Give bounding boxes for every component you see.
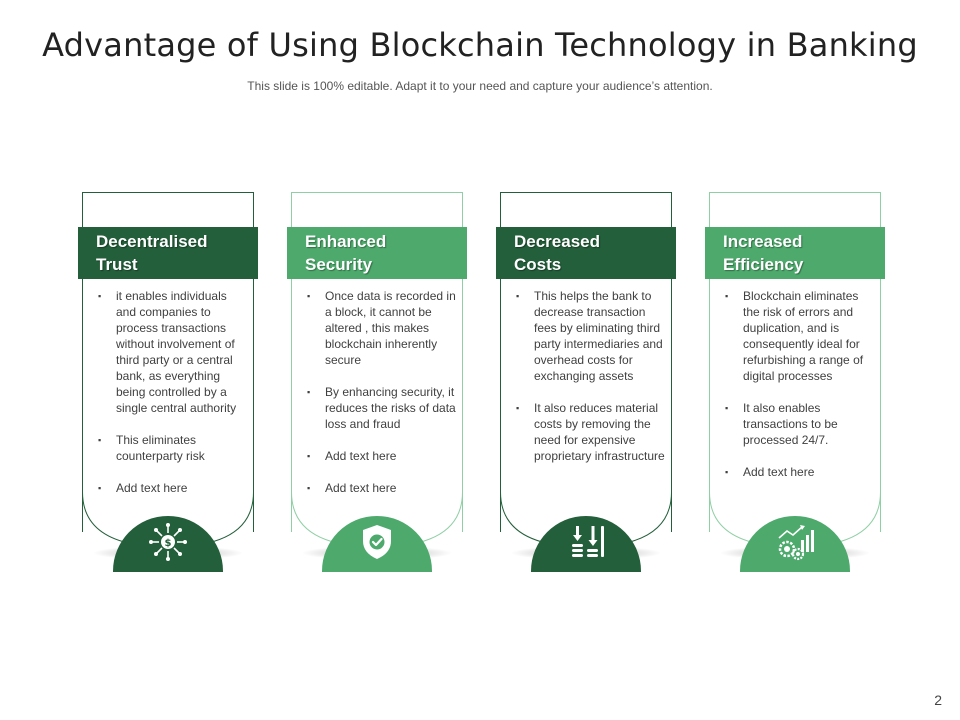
bullet-item: Add text here bbox=[723, 464, 875, 480]
bullet-item: This eliminates counterparty risk bbox=[96, 432, 248, 464]
card-heading-line2: Security bbox=[305, 255, 373, 274]
svg-text:$: $ bbox=[165, 538, 172, 549]
bullet-item: It also reduces material costs by removi… bbox=[514, 400, 666, 464]
page-number: 2 bbox=[934, 692, 942, 708]
bullet-list: it enables individuals and companies to … bbox=[96, 288, 248, 512]
network-dollar-icon: $ bbox=[149, 523, 187, 561]
bullet-item: This helps the bank to decrease transact… bbox=[514, 288, 666, 384]
bullet-item: Once data is recorded in a block, it can… bbox=[305, 288, 457, 368]
slide-title: Advantage of Using Blockchain Technology… bbox=[42, 26, 918, 64]
card-heading-line2: Efficiency bbox=[723, 255, 804, 274]
bullet-item: Blockchain eliminates the risk of errors… bbox=[723, 288, 875, 384]
slide-subtitle: This slide is 100% editable. Adapt it to… bbox=[247, 79, 713, 93]
bullet-item: Add text here bbox=[305, 448, 457, 464]
bullet-list: This helps the bank to decrease transact… bbox=[514, 288, 666, 480]
card-arc bbox=[82, 491, 254, 548]
card-decentralised-trust: Decentralised Trust it enables individua… bbox=[78, 192, 258, 572]
card-heading: Decentralised Trust bbox=[78, 227, 258, 279]
bullet-item: Add text here bbox=[305, 480, 457, 496]
card-heading: Decreased Costs bbox=[496, 227, 676, 279]
bullet-item: It also enables transactions to be proce… bbox=[723, 400, 875, 448]
shield-check-icon bbox=[363, 525, 391, 559]
card-heading-line2: Trust bbox=[96, 255, 138, 274]
card-increased-efficiency: Increased Efficiency Blockchain eliminat… bbox=[705, 192, 885, 572]
card-arc bbox=[709, 491, 881, 548]
card-heading-line2: Costs bbox=[514, 255, 562, 274]
card-heading-line1: Decreased bbox=[514, 232, 601, 251]
card-heading-line1: Increased bbox=[723, 232, 803, 251]
bullet-item: By enhancing security, it reduces the ri… bbox=[305, 384, 457, 432]
card-outline bbox=[82, 192, 254, 532]
bullet-list: Blockchain eliminates the risk of errors… bbox=[723, 288, 875, 496]
card-heading-line1: Decentralised bbox=[96, 232, 208, 251]
card-arc bbox=[291, 491, 463, 548]
card-heading: Enhanced Security bbox=[287, 227, 467, 279]
card-decreased-costs: Decreased Costs This helps the bank to d… bbox=[496, 192, 676, 572]
gears-chart-icon bbox=[778, 525, 814, 561]
bullet-item: Add text here bbox=[96, 480, 248, 496]
coins-down-arrows-icon bbox=[572, 526, 604, 557]
card-outline bbox=[709, 192, 881, 532]
card-heading: Increased Efficiency bbox=[705, 227, 885, 279]
card-enhanced-security: Enhanced Security Once data is recorded … bbox=[287, 192, 467, 572]
bullet-item: it enables individuals and companies to … bbox=[96, 288, 248, 416]
card-outline bbox=[291, 192, 463, 532]
bullet-list: Once data is recorded in a block, it can… bbox=[305, 288, 457, 512]
card-arc bbox=[500, 491, 672, 548]
card-outline bbox=[500, 192, 672, 532]
card-heading-line1: Enhanced bbox=[305, 232, 387, 251]
